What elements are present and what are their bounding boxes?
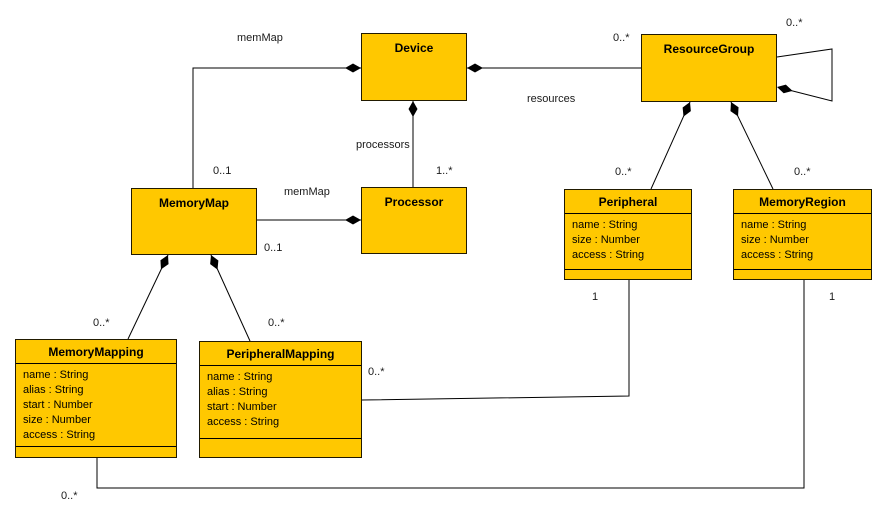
- class-memory-region[interactable]: MemoryRegion name : String size : Number…: [733, 189, 872, 280]
- attribute: access : String: [23, 429, 96, 441]
- multiplicity-resourcegroup-peripheral: 0..*: [615, 166, 632, 178]
- attribute: name : String: [572, 219, 638, 231]
- attribute: access : String: [741, 249, 814, 261]
- association-device-memorymap: [192, 67, 361, 188]
- attribute: start : Number: [207, 401, 277, 413]
- class-peripheral-mapping[interactable]: PeripheralMapping name : String alias : …: [199, 341, 362, 458]
- composition-diamond-icon: [682, 102, 691, 117]
- class-title: PeripheralMapping: [200, 342, 361, 366]
- composition-diamond-icon: [777, 84, 793, 94]
- multiplicity-memoryregion-end: 1: [829, 291, 836, 303]
- attributes-compartment: name : String size : Number access : Str…: [565, 214, 691, 270]
- attributes-compartment: name : String alias : String start : Num…: [200, 366, 361, 439]
- composition-diamond-icon: [730, 102, 739, 117]
- attribute: size : Number: [572, 234, 640, 246]
- multiplicity-device-resourcegroup: 0..*: [613, 32, 630, 44]
- class-peripheral[interactable]: Peripheral name : String size : Number a…: [564, 189, 692, 280]
- role-label-processors: processors: [356, 139, 410, 151]
- attribute: size : Number: [741, 234, 809, 246]
- class-title: Peripheral: [565, 190, 691, 214]
- composition-diamond-icon: [210, 255, 219, 270]
- multiplicity-peripheralmapping-end: 0..*: [368, 366, 385, 378]
- multiplicity-processor-memorymap: 0..1: [264, 242, 283, 254]
- attribute: access : String: [207, 416, 280, 428]
- role-label-memmap-device: memMap: [237, 32, 283, 44]
- composition-diamond-icon: [467, 63, 483, 73]
- association-memoryregion-memorymapping: [96, 280, 805, 489]
- class-title: ResourceGroup: [663, 42, 755, 56]
- class-title: MemoryMapping: [16, 340, 176, 364]
- attribute: name : String: [741, 219, 807, 231]
- class-title: Device: [394, 41, 434, 55]
- multiplicity-memorymap-memorymapping: 0..*: [93, 317, 110, 329]
- attribute: alias : String: [207, 386, 268, 398]
- composition-diamond-icon: [160, 255, 169, 270]
- multiplicity-resourcegroup-self: 0..*: [786, 17, 803, 29]
- attributes-compartment: name : String size : Number access : Str…: [734, 214, 871, 270]
- composition-diamond-icon: [345, 215, 361, 225]
- multiplicity-device-processor: 1..*: [436, 165, 453, 177]
- association-resourcegroup-memoryregion: [730, 101, 774, 190]
- class-resource-group[interactable]: ResourceGroup: [641, 34, 777, 102]
- multiplicity-device-memorymap: 0..1: [213, 165, 232, 177]
- class-processor[interactable]: Processor: [361, 187, 467, 254]
- association-peripheral-peripheralmapping: [361, 280, 630, 401]
- role-label-resources: resources: [527, 93, 576, 105]
- multiplicity-memorymapping-end: 0..*: [61, 490, 78, 502]
- attributes-compartment: name : String alias : String start : Num…: [16, 364, 176, 447]
- attribute: start : Number: [23, 399, 93, 411]
- class-title: MemoryMap: [158, 196, 229, 210]
- multiplicity-resourcegroup-memoryregion: 0..*: [794, 166, 811, 178]
- class-title: MemoryRegion: [734, 190, 871, 214]
- attribute: access : String: [572, 249, 645, 261]
- multiplicity-memorymap-peripheralmapping: 0..*: [268, 317, 285, 329]
- attribute: name : String: [23, 369, 89, 381]
- attribute: size : Number: [23, 414, 91, 426]
- class-title: Processor: [384, 195, 444, 209]
- multiplicity-peripheral-end: 1: [592, 291, 599, 303]
- composition-diamond-icon: [345, 63, 361, 73]
- class-memory-mapping[interactable]: MemoryMapping name : String alias : Stri…: [15, 339, 177, 458]
- class-memory-map[interactable]: MemoryMap: [131, 188, 257, 255]
- attribute: alias : String: [23, 384, 84, 396]
- class-device[interactable]: Device: [361, 33, 467, 101]
- role-label-memmap-processor: memMap: [284, 186, 330, 198]
- attribute: name : String: [207, 371, 273, 383]
- composition-diamond-icon: [408, 101, 418, 117]
- association-resourcegroup-self: [776, 48, 833, 102]
